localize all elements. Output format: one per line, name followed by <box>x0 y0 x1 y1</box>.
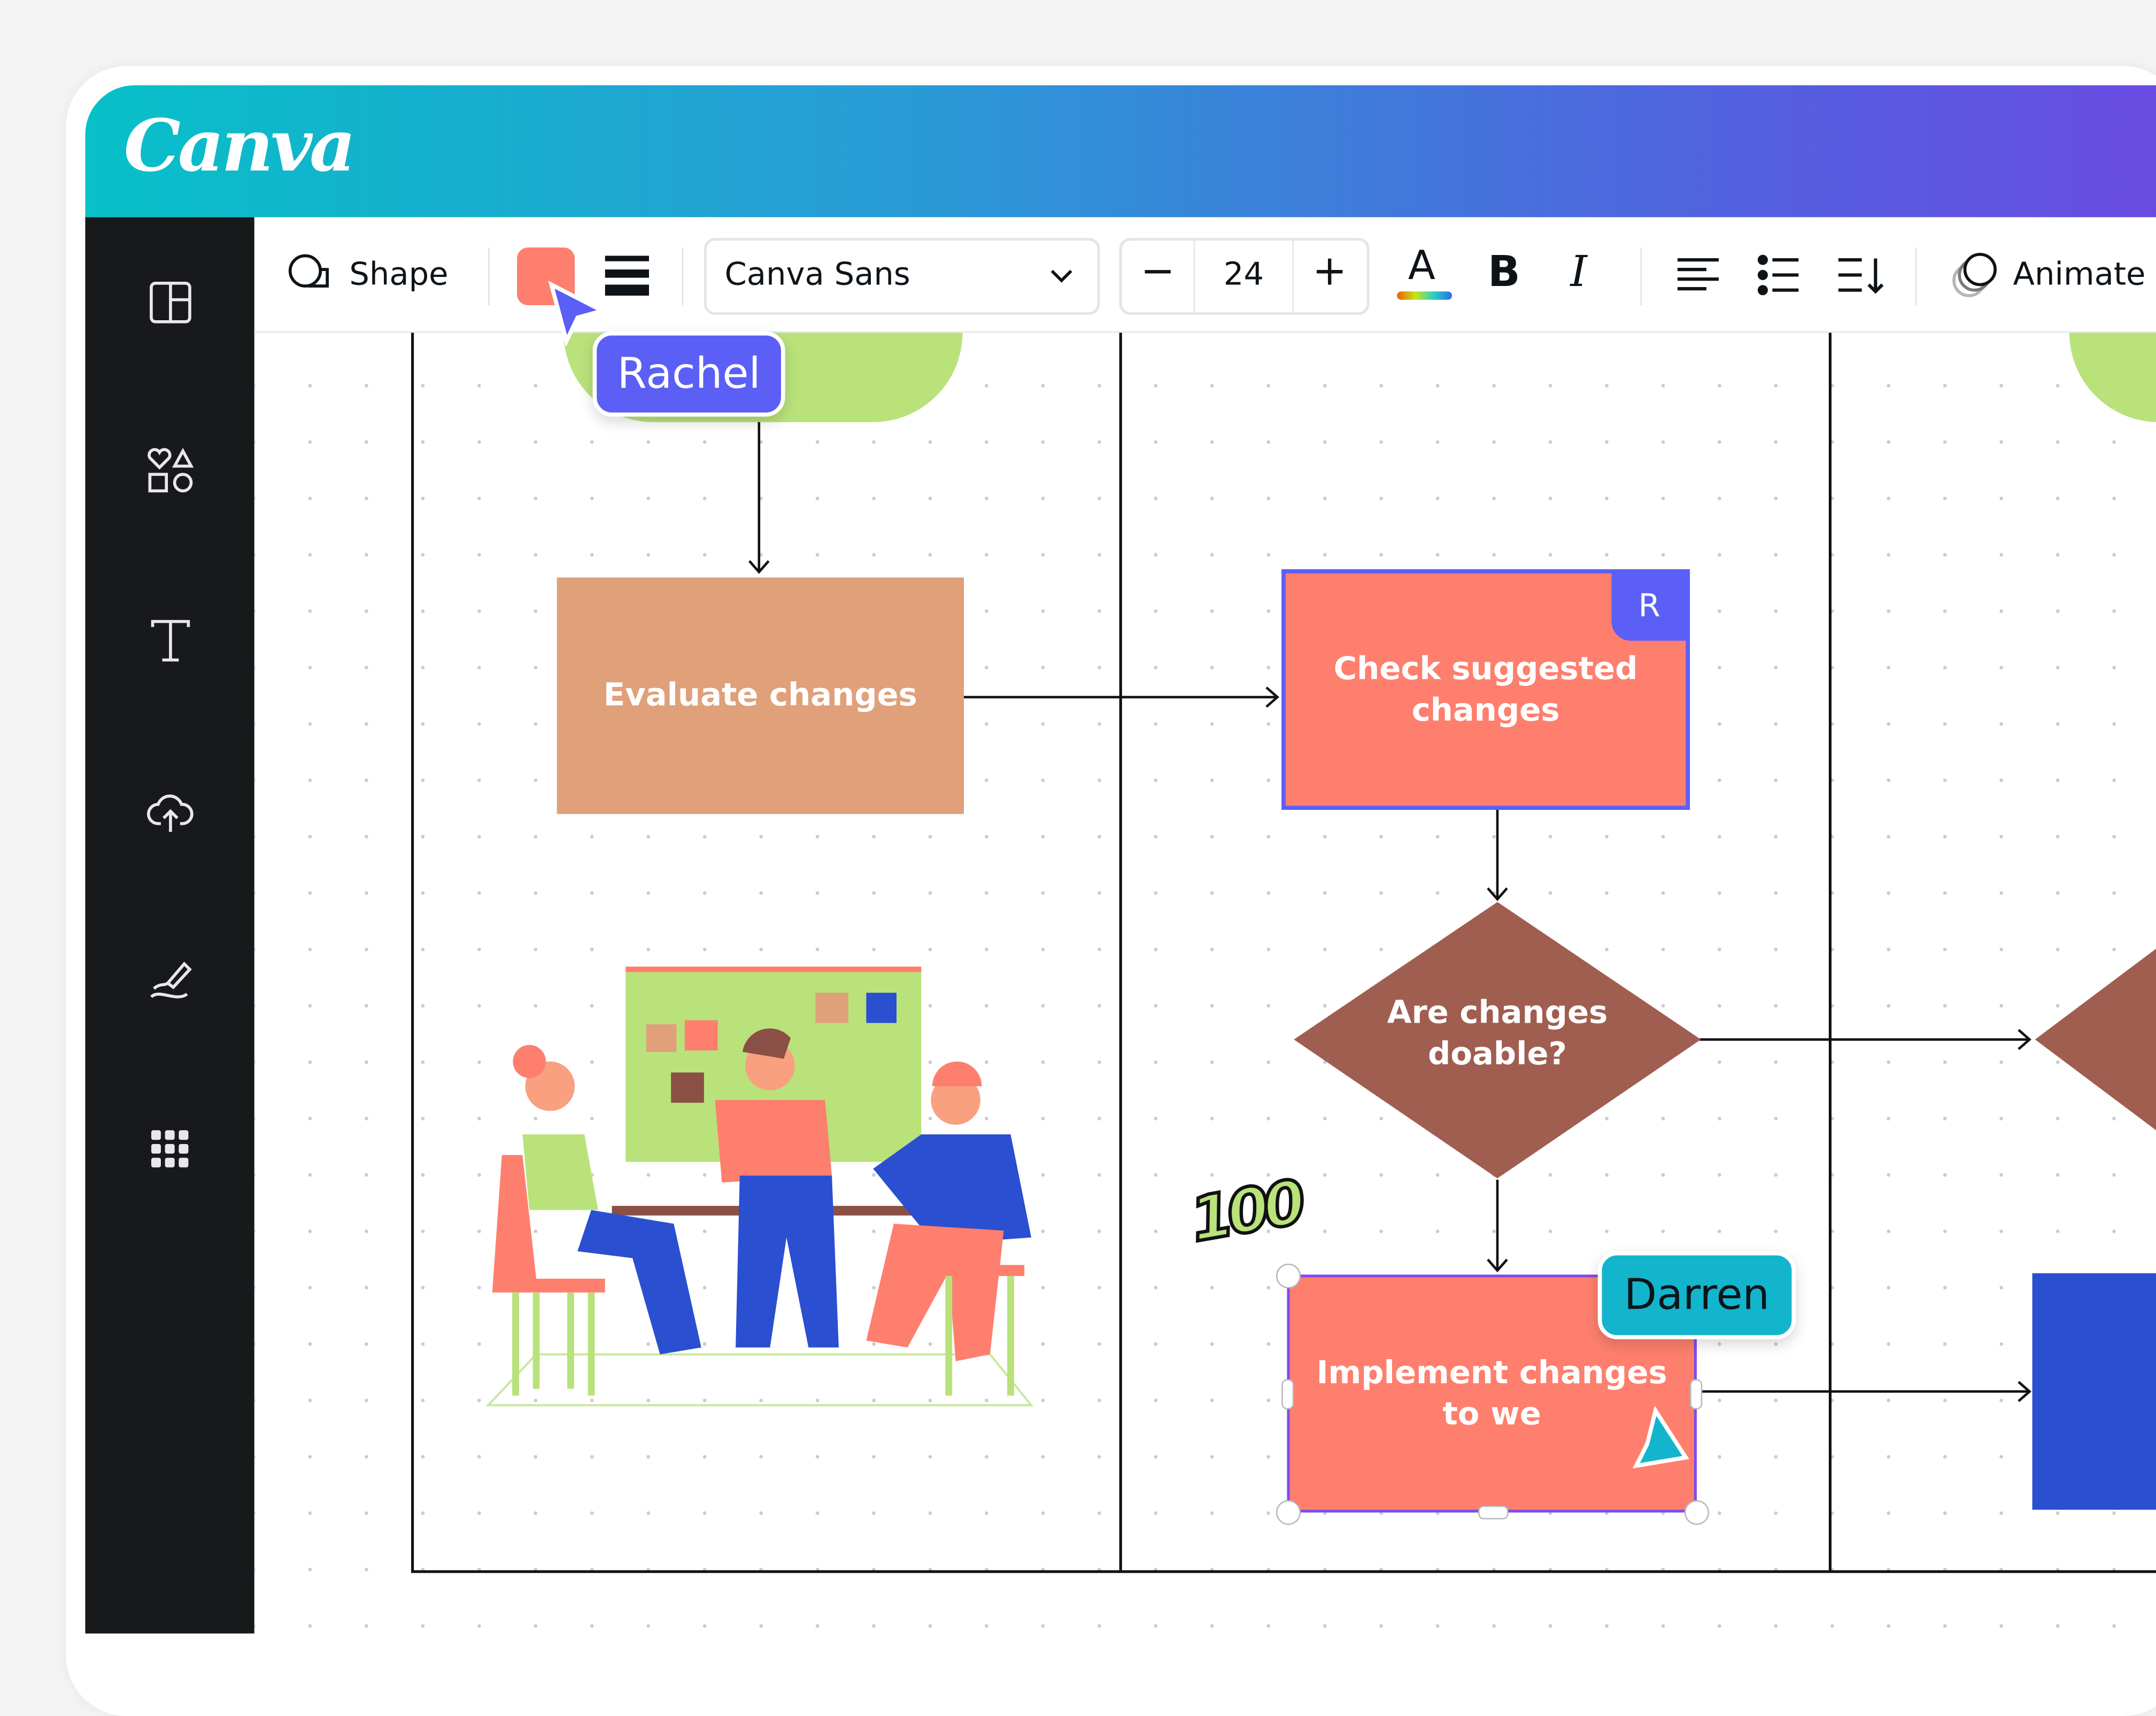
align-left-icon[interactable] <box>1676 256 1720 294</box>
node-label: changes <box>1411 692 1560 728</box>
arrow-connector <box>1487 809 1508 901</box>
header <box>85 85 2156 218</box>
cloud-upload-icon[interactable] <box>146 786 196 836</box>
divider <box>488 247 490 306</box>
animate-icon <box>1952 252 1997 297</box>
decision-diamond <box>1294 902 1701 1179</box>
sidebar <box>85 217 254 1634</box>
swimlane-border <box>411 1570 2156 1573</box>
check-changes-node[interactable]: Check suggested changes R <box>1281 569 1690 810</box>
node-label: Are changes <box>1387 995 1608 1032</box>
shape-button[interactable]: Shape <box>286 217 449 331</box>
arrow-connector <box>748 422 770 574</box>
node-label: Implement changes <box>1316 1355 1667 1391</box>
resize-handle[interactable] <box>1684 1500 1710 1525</box>
collaborator-name: Darren <box>1624 1270 1770 1320</box>
cursor-icon <box>548 281 608 347</box>
collaborator-badge: R <box>1611 571 1687 641</box>
arrow-connector <box>964 686 1279 708</box>
divider <box>1915 247 1917 306</box>
apps-grid-icon[interactable] <box>146 1125 196 1174</box>
resize-handle[interactable] <box>1276 1263 1301 1289</box>
node-label: doable? <box>1428 1037 1567 1073</box>
increase-font-button[interactable]: + <box>1312 247 1347 296</box>
decrease-font-button[interactable]: − <box>1140 247 1176 296</box>
resize-handle[interactable] <box>1478 1505 1509 1520</box>
decision-label[interactable]: Are changes doable? <box>1361 993 1633 1075</box>
font-size-value[interactable]: 24 <box>1223 257 1264 293</box>
cursor-icon <box>1632 1405 1689 1468</box>
resize-handle[interactable] <box>1690 1379 1703 1410</box>
evaluate-changes-node[interactable]: Evaluate changes <box>557 577 964 814</box>
node-label: Evaluate changes <box>603 678 917 714</box>
animate-label: Animate <box>2013 256 2146 292</box>
arrow-connector <box>1699 1029 2031 1050</box>
collaborator-label-darren: Darren <box>1597 1251 1796 1340</box>
divider <box>1640 247 1642 306</box>
text-color-button[interactable]: A <box>1397 242 1452 303</box>
team-meeting-illustration[interactable] <box>481 962 1045 1416</box>
collaborator-name: Rachel <box>617 349 761 399</box>
shape-label: Shape <box>349 256 449 292</box>
connectors <box>748 422 2156 1402</box>
shapes-icon[interactable] <box>146 447 196 497</box>
draw-icon[interactable] <box>146 956 196 1006</box>
text-color-glyph: A <box>1408 242 1435 289</box>
node-label: Check suggested <box>1333 651 1638 687</box>
font-size-stepper[interactable]: − 24 + <box>1119 237 1370 315</box>
arrow-connector <box>1695 1381 2031 1402</box>
blue-node[interactable] <box>2032 1273 2156 1510</box>
list-bullets-icon[interactable] <box>1757 254 1801 296</box>
bold-button[interactable]: B <box>1488 247 1520 297</box>
arrow-connector <box>1487 1179 1508 1273</box>
divider <box>682 247 684 306</box>
shape-icon <box>288 253 329 287</box>
collaborator-label-rachel: Rachel <box>592 331 785 417</box>
border-style-icon[interactable] <box>605 253 650 297</box>
resize-handle[interactable] <box>1276 1500 1301 1525</box>
node-text-editing[interactable]: to we <box>1442 1396 1541 1432</box>
color-bar <box>1397 291 1452 300</box>
whiteboard-canvas[interactable] <box>254 333 2156 1639</box>
chevron-down-icon <box>1050 269 1072 283</box>
font-name: Canva Sans <box>724 257 910 293</box>
canva-logo[interactable]: Canva <box>123 104 356 189</box>
swimlane-divider <box>1828 333 1831 1573</box>
swimlane-border <box>411 333 413 1573</box>
animate-button[interactable]: Animate <box>1950 217 2145 331</box>
font-dropdown[interactable]: Canva Sans <box>704 237 1100 315</box>
decision-diamond-partial <box>2035 948 2156 1131</box>
text-icon[interactable] <box>146 616 196 666</box>
italic-button[interactable]: I <box>1570 247 1587 297</box>
layout-icon[interactable] <box>146 278 196 328</box>
resize-handle[interactable] <box>1281 1379 1294 1410</box>
line-spacing-icon[interactable] <box>1837 254 1884 296</box>
swimlane-divider <box>1119 333 1122 1573</box>
